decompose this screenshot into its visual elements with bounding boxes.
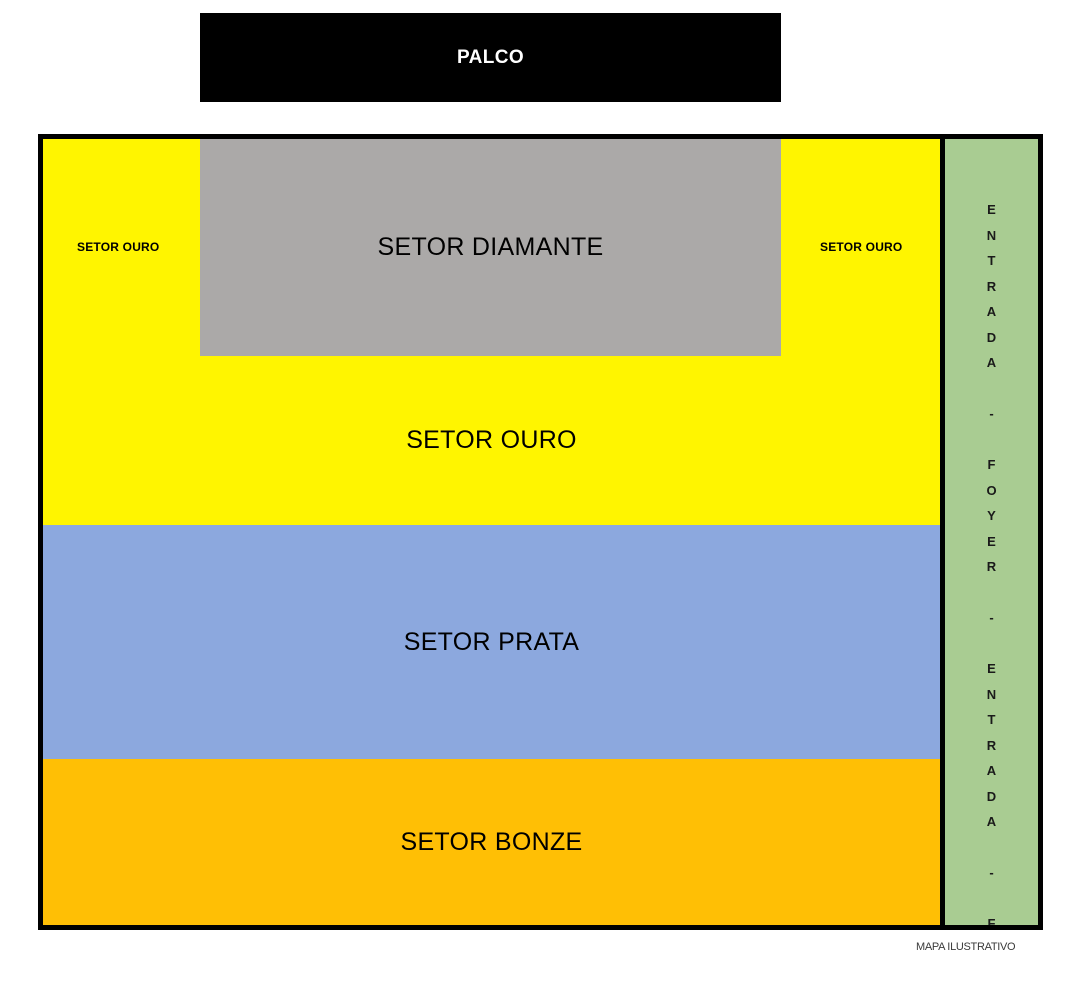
- entrance-letter: R: [986, 737, 997, 753]
- entrance-letter: Y: [987, 508, 996, 523]
- entrance-letter: D: [986, 329, 997, 345]
- sector-prata-label: SETOR PRATA: [403, 627, 580, 656]
- entrance-letter: T: [987, 253, 996, 268]
- entrance-letter: F: [987, 916, 996, 930]
- seating-area: SETOR DIAMANTE SETOR OURO SETOR OURO SET…: [38, 134, 1043, 930]
- entrance-letter: -: [989, 406, 994, 421]
- entrance-letter-gap: [990, 376, 994, 402]
- sector-diamante[interactable]: SETOR DIAMANTE: [200, 139, 781, 356]
- seating-area-inner: SETOR DIAMANTE SETOR OURO SETOR OURO SET…: [43, 139, 1038, 925]
- entrance-letter: E: [987, 661, 996, 676]
- entrance-letter: D: [986, 788, 997, 804]
- entrance-letter: F: [987, 457, 996, 472]
- sector-ouro-left-label: SETOR OURO: [77, 240, 160, 254]
- entrance-letter: N: [986, 686, 997, 702]
- entrance-letter: R: [986, 559, 997, 574]
- stage-block[interactable]: PALCO: [200, 13, 781, 102]
- entrance-letter: E: [987, 202, 996, 217]
- sector-ouro-main[interactable]: SETOR OURO: [43, 356, 940, 525]
- sector-diamante-label: SETOR DIAMANTE: [377, 233, 604, 261]
- entrance-letter: -: [989, 865, 994, 880]
- sector-ouro-right-label: SETOR OURO: [820, 240, 903, 254]
- entrance-letter: A: [986, 355, 997, 370]
- sector-ouro-label: SETOR OURO: [406, 426, 577, 454]
- entrance-letter: A: [986, 763, 997, 778]
- stage-label: PALCO: [456, 46, 525, 68]
- entrance-letter-gap: [990, 580, 994, 606]
- entrance-letter: -: [989, 610, 994, 625]
- sector-bonze-label: SETOR BONZE: [400, 827, 583, 856]
- entrance-letter: R: [986, 278, 997, 294]
- entrance-letter: N: [986, 227, 997, 243]
- entrance-letter: T: [987, 712, 996, 727]
- entrance-letter-gap: [990, 886, 994, 912]
- entrance-letter: E: [987, 533, 996, 549]
- entrance-letter-gap: [990, 835, 994, 861]
- entrance-letter: O: [986, 482, 997, 498]
- illustrative-map-note: MAPA ILUSTRATIVO: [916, 941, 1016, 953]
- sector-prata[interactable]: SETOR PRATA: [43, 525, 940, 759]
- entrance-letter: A: [986, 814, 997, 829]
- entrance-letter-gap: [990, 427, 994, 453]
- entrance-letter: A: [986, 304, 997, 319]
- entrance-letter-gap: [990, 631, 994, 657]
- sector-bonze[interactable]: SETOR BONZE: [43, 759, 940, 925]
